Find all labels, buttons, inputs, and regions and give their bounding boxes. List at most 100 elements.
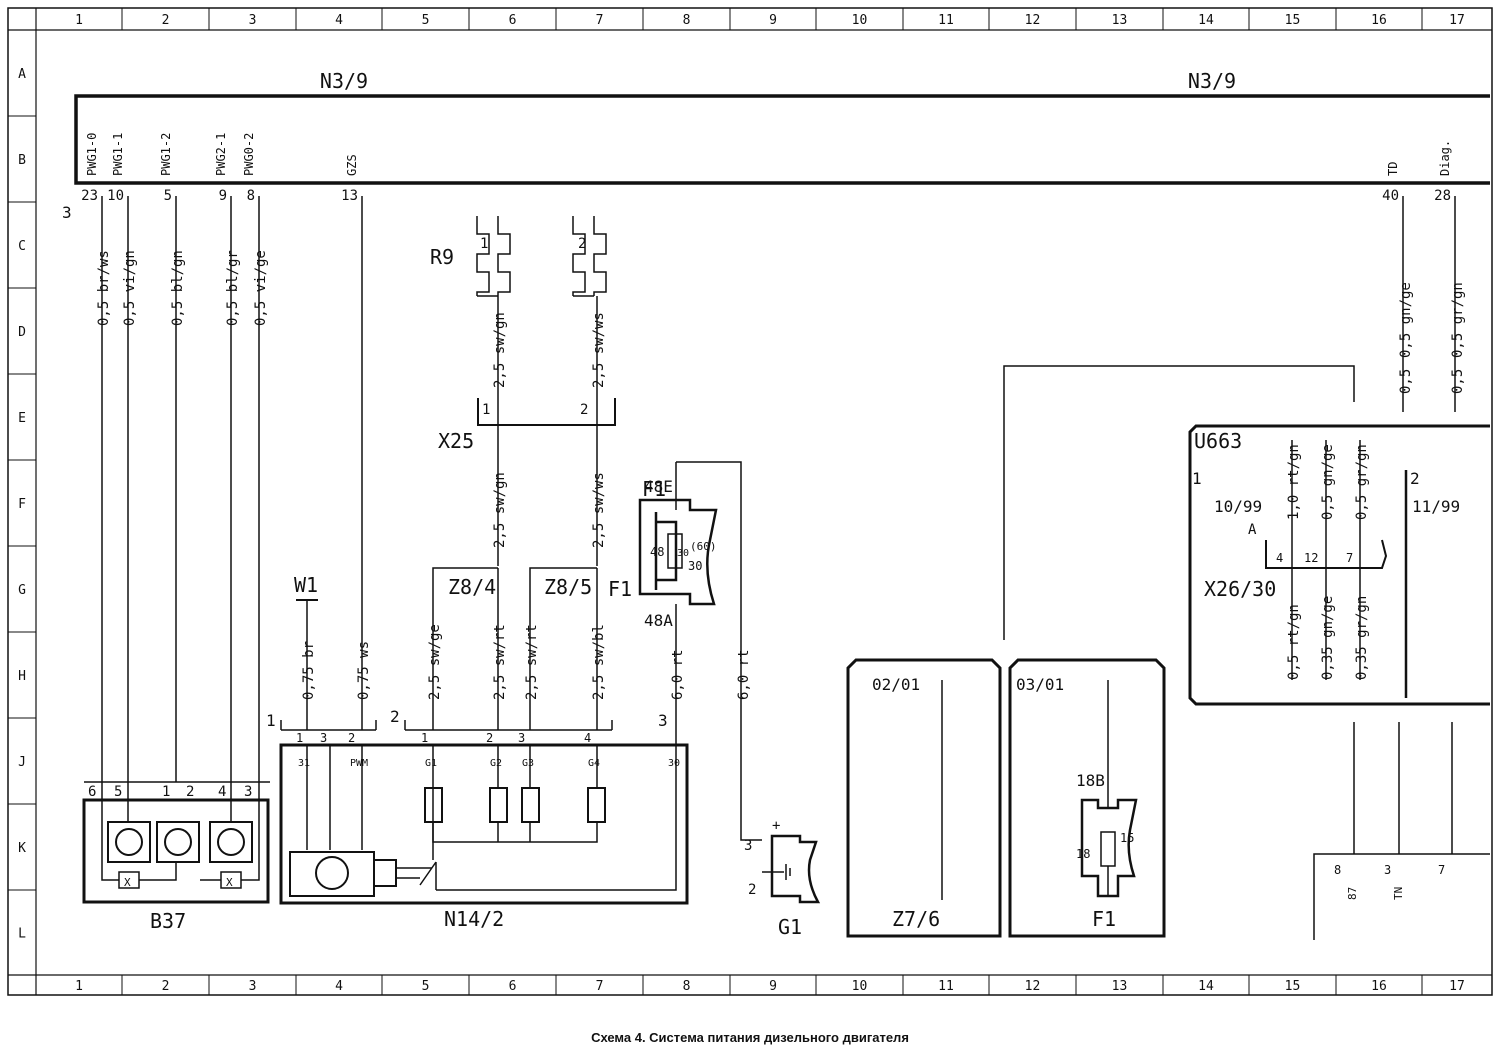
- grid-col-top-5: 5: [422, 13, 430, 28]
- pin-number-28: 28: [1434, 188, 1451, 204]
- wire-label-u1: 1,0 rt/gn: [1286, 444, 1302, 520]
- grid-row-H: H: [18, 669, 26, 684]
- wire-label-f1_feed: 6,0 rt: [736, 649, 752, 700]
- label-x26-4: 4: [1276, 551, 1283, 565]
- grid-row-A: A: [18, 67, 26, 82]
- label-n14-2: N14/2: [444, 907, 504, 931]
- label-f1-48e: 48E: [644, 477, 673, 496]
- wire-label-gzs: 0,75 ws: [356, 641, 372, 700]
- label-b37: B37: [150, 909, 186, 933]
- label-b37-5: 5: [114, 784, 122, 800]
- wire-label-left-4: 0,5 vi/ge: [253, 250, 269, 326]
- wire-label-r9_1_lower: 2,5 sw/gn: [492, 472, 508, 548]
- label-connector-3: 3: [62, 203, 72, 222]
- label-n3-9-right: N3/9: [1188, 69, 1236, 93]
- wire-label-r9_2_upper: 2,5 sw/ws: [591, 312, 607, 388]
- pin-signal-5: PWG1-2: [159, 133, 173, 176]
- label-f1-top: F1: [642, 477, 666, 501]
- grid-row-K: K: [18, 841, 26, 856]
- grid-col-top-2: 2: [162, 13, 170, 28]
- label-n14-g4: G4: [588, 758, 600, 769]
- grid-col-bottom-5: 5: [422, 979, 430, 994]
- label-b37-x1: X: [124, 876, 131, 889]
- label-g1-2: 2: [748, 882, 756, 898]
- wire-label-diag_short: 0,5: [1450, 369, 1466, 394]
- label-b37-x2: X: [226, 876, 233, 889]
- wire-label-left-1: 0,5 vi/gn: [122, 250, 138, 326]
- grid-col-bottom-15: 15: [1285, 979, 1301, 994]
- grid-col-top-10: 10: [852, 13, 868, 28]
- pin-number-40: 40: [1382, 188, 1399, 204]
- label-w1: W1: [294, 573, 318, 597]
- label-u663: U663: [1194, 429, 1242, 453]
- wire-label-g4: 2,5 sw/bl: [591, 624, 607, 700]
- wire-label-w1: 0,75 br: [301, 641, 317, 700]
- label-f1-60: (60): [690, 540, 717, 553]
- grid-ticks: [8, 8, 1493, 995]
- pin-number-5: 5: [164, 188, 172, 204]
- label-f1-48a: 48A: [644, 611, 673, 630]
- grid-row-E: E: [18, 411, 26, 426]
- grid-col-top-6: 6: [509, 13, 517, 28]
- wire-label-l2: 0,35 gn/ge: [1320, 596, 1336, 680]
- label-x26-12: 12: [1304, 551, 1318, 565]
- diagram-text: N3/9N3/9R9X25F1F1Z8/4Z8/5F1W1B37N14/2G1U…: [62, 69, 1466, 939]
- label-b37-1: 1: [162, 784, 170, 800]
- pin-number-13: 13: [341, 188, 358, 204]
- label-n14-g1n: 1: [421, 731, 428, 745]
- label-n14-g1: G1: [425, 758, 437, 769]
- grid-col-top-12: 12: [1025, 13, 1041, 28]
- label-n3-9-left: N3/9: [320, 69, 368, 93]
- pin-signal-8: PWG0-2: [242, 133, 256, 176]
- label-ref-1199: 11/99: [1412, 497, 1460, 516]
- grid-row-L: L: [18, 927, 26, 942]
- label-r9-1: 1: [480, 236, 488, 252]
- label-x26-7: 7: [1346, 551, 1353, 565]
- wire-label-r9_1_upper: 2,5 sw/gn: [492, 312, 508, 388]
- grid-col-bottom-2: 2: [162, 979, 170, 994]
- label-n14-30: 30: [668, 758, 680, 769]
- grid-col-top-4: 4: [335, 13, 343, 28]
- label-f1-30b: 30: [688, 559, 702, 573]
- wires: [74, 94, 1490, 940]
- label-x26-30: X26/30: [1204, 577, 1276, 601]
- pin-signal-9: PWG2-1: [214, 133, 228, 176]
- wire-label-l3: 0,35 gr/gn: [1354, 596, 1370, 680]
- label-z7-6: Z7/6: [892, 907, 940, 931]
- grid-col-top-14: 14: [1198, 13, 1214, 28]
- label-g1-plus: +: [772, 818, 780, 834]
- label-n14-g3: G3: [522, 758, 534, 769]
- wire-label-l1: 0,5 rt/gn: [1286, 604, 1302, 680]
- pin-signal-13: GZS: [345, 154, 359, 176]
- label-n14-31: 31: [298, 758, 310, 769]
- label-z8-5: Z8/5: [544, 575, 592, 599]
- label-x25: X25: [438, 429, 474, 453]
- pin-signal-23: PWG1-0: [85, 133, 99, 176]
- wire-label-g2: 2,5 sw/rt: [492, 624, 508, 700]
- label-f1b-15: 15: [1120, 831, 1134, 845]
- grid-row-G: G: [18, 583, 26, 598]
- label-n14-g2: G2: [490, 758, 502, 769]
- label-r9: R9: [430, 245, 454, 269]
- wire-label-left-3: 0,5 bl/gr: [225, 250, 241, 326]
- label-ref-0301: 03/01: [1016, 675, 1064, 694]
- grid-col-bottom-1: 1: [75, 979, 83, 994]
- grid-row-C: C: [18, 239, 26, 254]
- label-n14-g3n: 3: [518, 731, 525, 745]
- label-z8-4: Z8/4: [448, 575, 496, 599]
- pin-number-10: 10: [107, 188, 124, 204]
- pin-number-8: 8: [247, 188, 255, 204]
- grid-col-top-13: 13: [1112, 13, 1128, 28]
- grid-col-top-15: 15: [1285, 13, 1301, 28]
- wire-label-left-2: 0,5 bl/gn: [170, 250, 186, 326]
- wire-label-diag: 0,5 gr/gn: [1450, 282, 1466, 358]
- grid-col-bottom-13: 13: [1112, 979, 1128, 994]
- grid-col-bottom-17: 17: [1449, 979, 1465, 994]
- wire-label-f1_out: 6,0 rt: [670, 649, 686, 700]
- pin-number-23: 23: [81, 188, 98, 204]
- label-n14-p2: 2: [348, 731, 355, 745]
- label-r9-2: 2: [578, 236, 586, 252]
- label-u663-2: 2: [1410, 469, 1420, 488]
- pin-number-9: 9: [219, 188, 227, 204]
